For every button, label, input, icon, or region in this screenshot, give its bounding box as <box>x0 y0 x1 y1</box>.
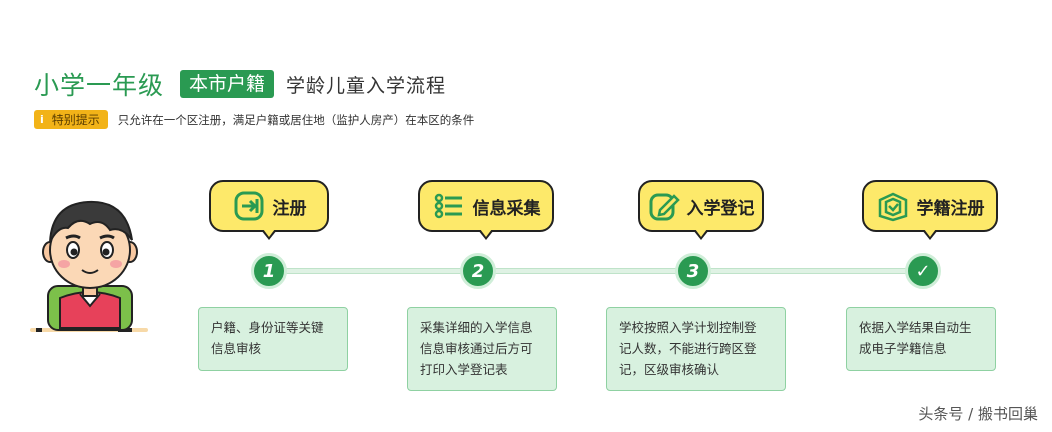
step-2-bubble: 信息采集 <box>418 180 554 240</box>
step-4-bubble: 学籍注册 <box>862 180 998 240</box>
watermark: 头条号 / 搬书回巢 <box>918 403 1038 424</box>
step-2-marker: 2 <box>460 253 496 289</box>
page-header: 小学一年级 本市户籍 学龄儿童入学流程 <box>34 66 446 102</box>
step-2-card: 采集详细的入学信息 信息审核通过后方可 打印入学登记表 <box>407 307 557 391</box>
step-3-card: 学校按照入学计划控制登 记人数，不能进行跨区登 记，区级审核确认 <box>606 307 786 391</box>
step-4-desc-line: 成电子学籍信息 <box>859 341 947 356</box>
step-2-label: 信息采集 <box>472 198 541 219</box>
info-icon: i <box>40 113 44 126</box>
timeline-connector <box>270 268 926 274</box>
notice-text: 只允许在一个区注册，满足户籍或居住地（监护人房产）在本区的条件 <box>117 112 475 127</box>
step-4-label: 学籍注册 <box>916 198 985 219</box>
step-3-desc-line: 学校按照入学计划控制登 <box>619 320 757 335</box>
step-4-desc-line: 依据入学结果自动生 <box>859 320 972 335</box>
kid-illustration <box>30 200 148 332</box>
step-3-desc-line: 记，区级审核确认 <box>619 362 720 377</box>
step-1-desc-line: 户籍、身份证等关键 <box>211 320 324 335</box>
title-badge: 本市户籍 <box>180 70 275 98</box>
step-4-marker-check-icon: ✓ <box>905 253 941 289</box>
watermark-text: 头条号 / 搬书回巢 <box>918 405 1038 423</box>
step-1-card: 户籍、身份证等关键 信息审核 <box>198 307 348 371</box>
step-3-desc-line: 记人数，不能进行跨区登 <box>619 341 757 356</box>
step-1-label: 注册 <box>272 198 307 219</box>
notice-badge: i 特别提示 <box>34 110 108 129</box>
page-subtitle: 学龄儿童入学流程 <box>286 74 447 97</box>
edit-icon <box>648 189 680 223</box>
step-2-desc-line: 信息审核通过后方可 <box>420 341 533 356</box>
step-3-label: 入学登记 <box>686 198 755 219</box>
list-icon <box>432 189 466 223</box>
step-2-desc-line: 采集详细的入学信息 <box>420 320 533 335</box>
step-4-card: 依据入学结果自动生 成电子学籍信息 <box>846 307 996 371</box>
step-1-bubble: 注册 <box>209 180 329 240</box>
step-3-marker: 3 <box>675 253 711 289</box>
step-1-desc-line: 信息审核 <box>211 341 262 356</box>
notice-badge-label: 特别提示 <box>51 113 100 127</box>
box-icon <box>876 189 910 223</box>
page-title: 小学一年级 <box>34 71 165 100</box>
step-1-marker: 1 <box>251 253 287 289</box>
step-2-desc-line: 打印入学登记表 <box>420 362 508 377</box>
step-3-bubble: 入学登记 <box>638 180 764 240</box>
enter-icon <box>232 189 266 223</box>
notice-row: i 特别提示 只允许在一个区注册，满足户籍或居住地（监护人房产）在本区的条件 <box>34 110 474 129</box>
